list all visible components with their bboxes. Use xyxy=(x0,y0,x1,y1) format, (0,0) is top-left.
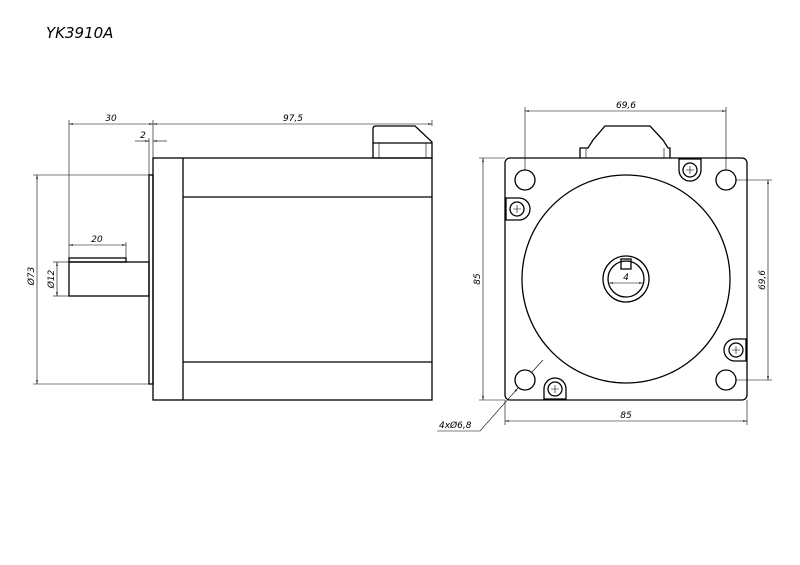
dim-hole-spacing-horizontal: 69,6 xyxy=(616,101,636,111)
shaft-key xyxy=(620,258,632,270)
mount-hole xyxy=(715,169,737,191)
front-view: 4 xyxy=(437,101,772,432)
screw-icon xyxy=(723,338,747,362)
dim-holes: 4xØ6,8 xyxy=(439,420,472,431)
screw-icon xyxy=(505,197,531,221)
shaft xyxy=(607,260,645,298)
dim-hole-spacing-vertical: 69,6 xyxy=(758,270,768,290)
dim-key-length: 20 xyxy=(91,235,103,245)
connector xyxy=(579,125,671,158)
side-view: 30 97,5 2 20 Ø73 Ø12 xyxy=(26,114,433,401)
dim-body-length: 97,5 xyxy=(283,114,303,124)
dim-flange: 2 xyxy=(140,131,146,141)
drawing-title: YK3910A xyxy=(46,24,113,42)
dim-height: 85 xyxy=(473,273,483,285)
screw-icon xyxy=(543,377,567,400)
motor-body xyxy=(152,157,433,401)
screw-icon xyxy=(678,158,702,182)
shaft-key xyxy=(68,257,127,263)
connector xyxy=(372,125,433,159)
mount-hole xyxy=(514,169,536,191)
dim-shaft-length: 30 xyxy=(105,114,117,124)
mounting-flange xyxy=(504,157,748,401)
motor-face xyxy=(521,174,731,384)
shaft-boss xyxy=(602,255,650,303)
mount-hole xyxy=(715,369,737,391)
dim-key-width: 4 xyxy=(623,273,629,283)
mount-hole xyxy=(514,369,536,391)
dim-width: 85 xyxy=(620,411,632,421)
dim-flange-diameter: Ø73 xyxy=(26,266,37,286)
dim-shaft-diameter: Ø12 xyxy=(46,269,57,289)
shaft xyxy=(68,261,150,297)
